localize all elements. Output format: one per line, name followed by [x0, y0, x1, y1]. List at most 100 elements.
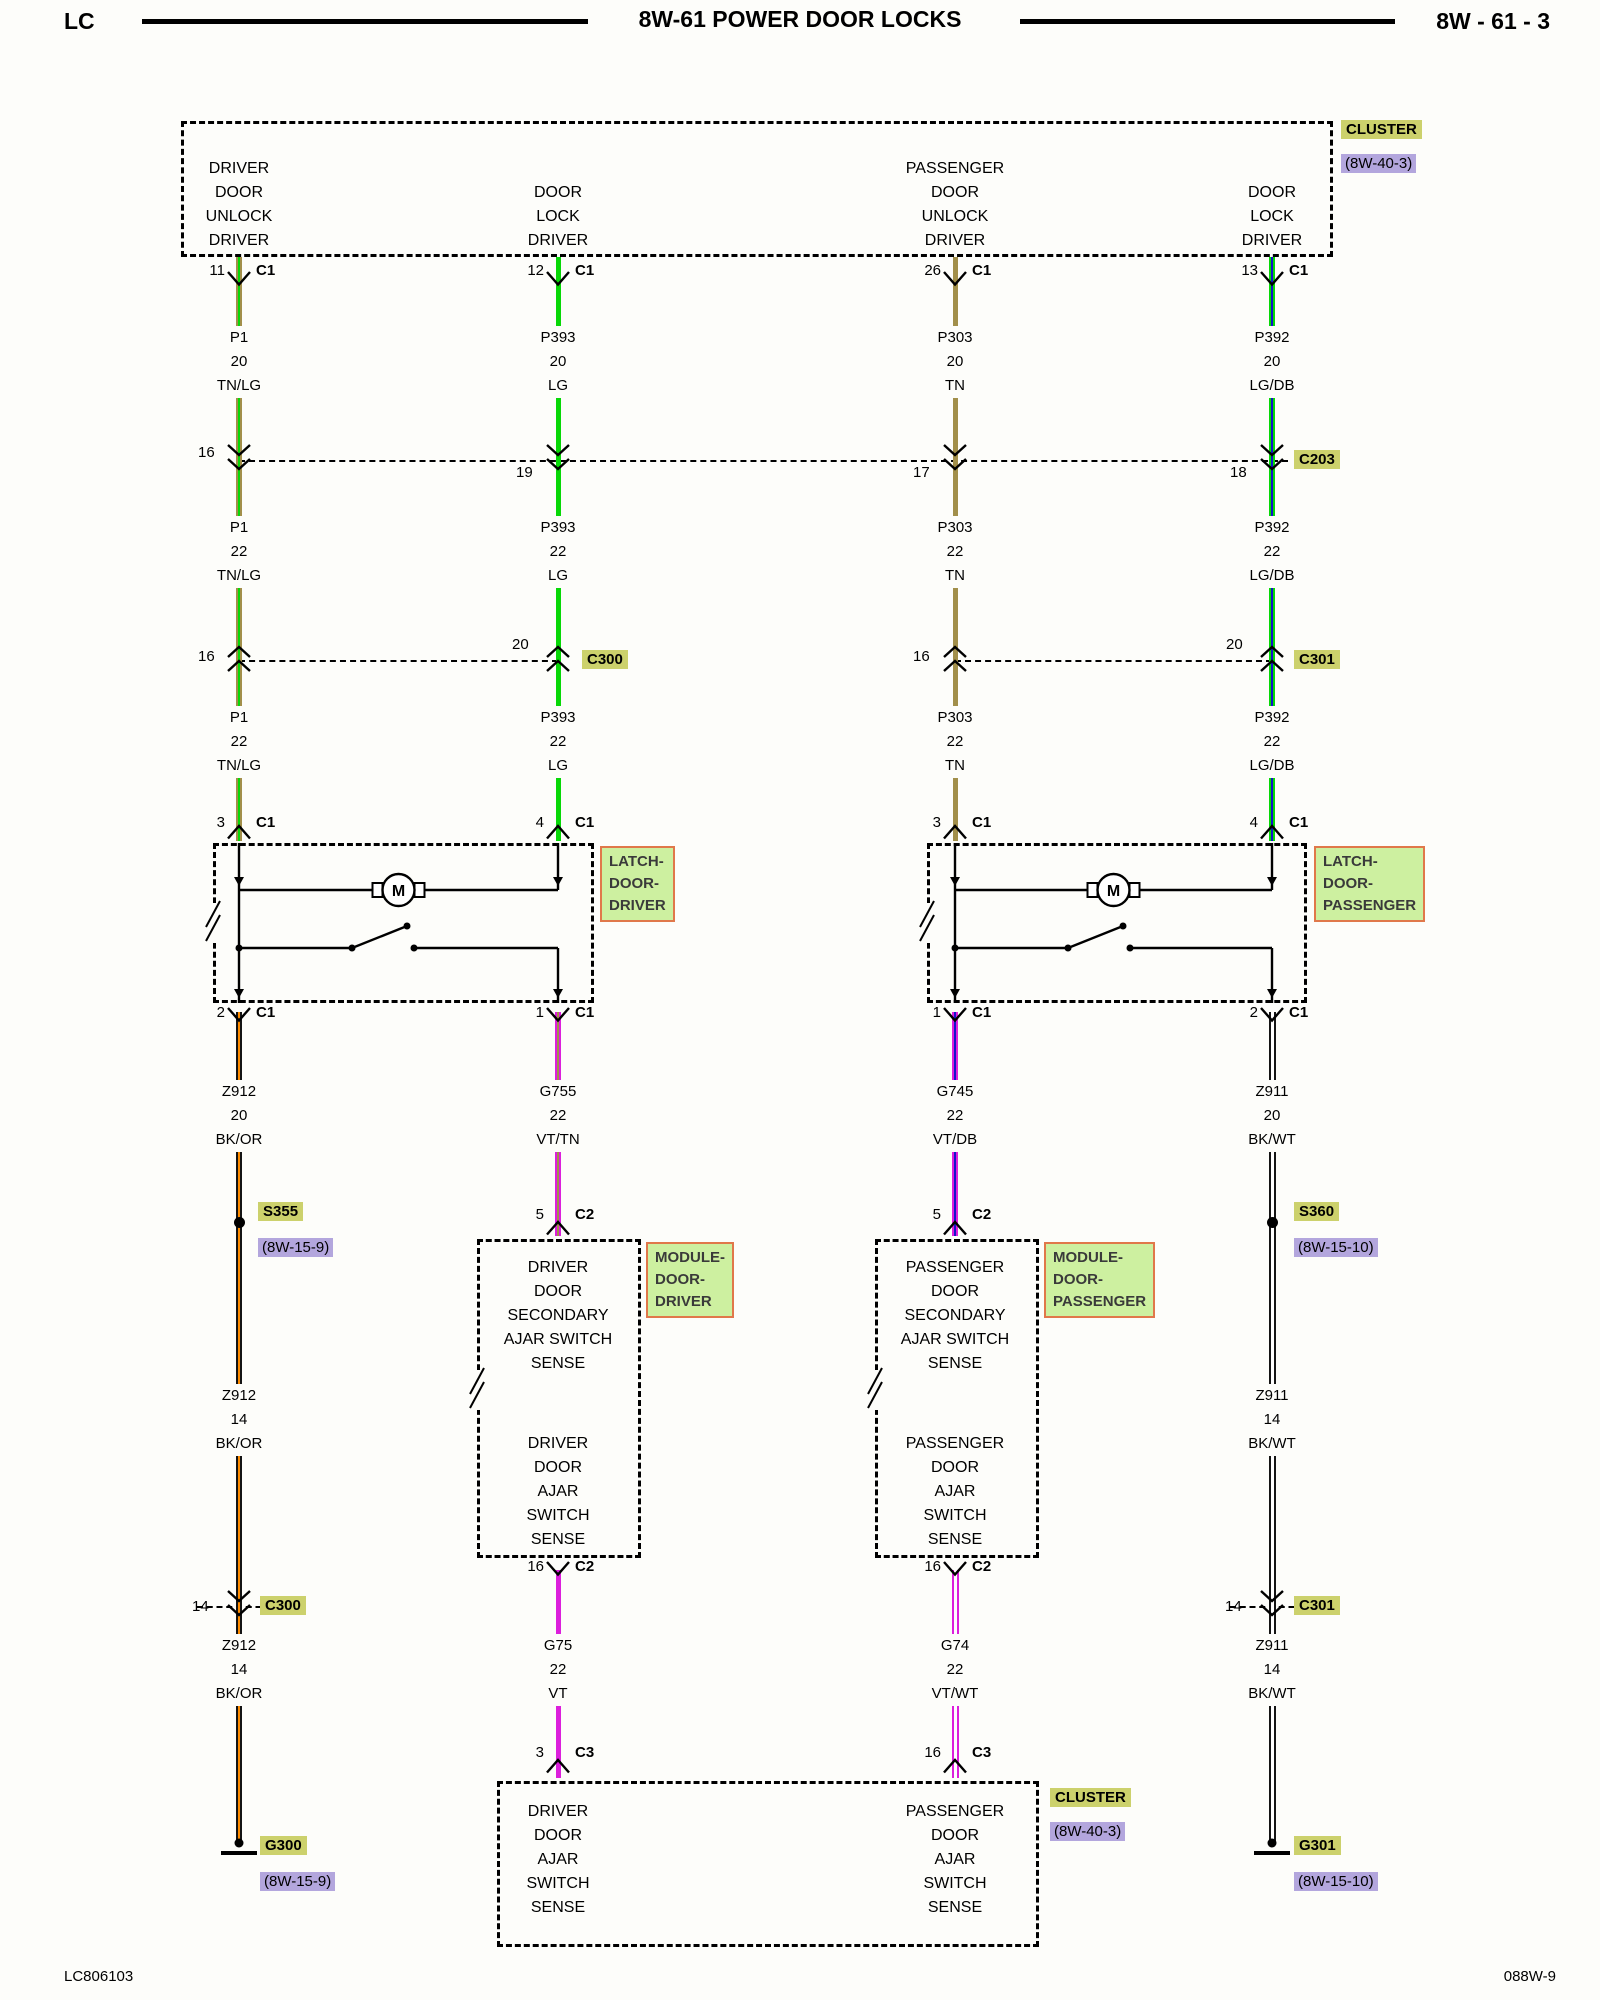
comp-module-door-passenger[interactable]: MODULE-DOOR-PASSENGER — [1044, 1242, 1156, 1318]
page-ref: 8W - 61 - 3 — [1436, 8, 1550, 34]
ref-8w-40-3-bottom[interactable]: (8W-40-3) — [1050, 1822, 1126, 1841]
page-title: 8W-61 POWER DOOR LOCKS — [638, 6, 962, 32]
c301-pin-20: 20 — [1226, 636, 1243, 653]
cluster-pin-door-lock-driver-2-line-3: DRIVER — [1241, 232, 1303, 249]
module-driver-secondary-ajar-sense-line-1: DRIVER — [527, 1259, 589, 1276]
label-z912-14-b-line-1: Z912 — [217, 1634, 261, 1658]
link-c301[interactable]: C301 — [1294, 650, 1340, 669]
label-z912-14-a-line-3: BK/OR — [211, 1432, 267, 1456]
link-c300[interactable]: C300 — [582, 650, 628, 669]
link-c203[interactable]: C203 — [1294, 450, 1340, 469]
comp-latch-door-passenger-line-1: LATCH- — [1323, 853, 1378, 870]
cluster-pin-driver-door-unlock-line-1: DRIVER — [208, 160, 270, 177]
link-c301-2[interactable]: C301 — [1294, 1596, 1340, 1615]
ref-8w-15-9-a[interactable]: (8W-15-9) — [258, 1238, 334, 1257]
link-c300-2[interactable]: C300 — [260, 1596, 306, 1615]
label-g74-22-line-2: 22 — [942, 1658, 968, 1682]
pin-1-c1-passenger-number: 1 — [932, 1004, 941, 1021]
label-p393-22-a-line-2: 22 — [545, 540, 571, 564]
comp-module-door-driver[interactable]: MODULE-DOOR-DRIVER — [646, 1242, 734, 1318]
cluster-pin-driver-door-unlock-line-4: DRIVER — [208, 232, 270, 249]
pin-11-c1-connector: C1 — [256, 262, 276, 279]
label-g745-22-line-1: G745 — [932, 1080, 978, 1104]
link-g300[interactable]: G300 — [260, 1836, 307, 1855]
ref-8w-15-10-a[interactable]: (8W-15-10) — [1294, 1238, 1378, 1257]
c301-pin-14: 14 — [1225, 1598, 1242, 1615]
pin-16-c2-driver-connector: C2 — [575, 1558, 595, 1575]
pin-12-c1-number: 12 — [527, 262, 544, 279]
pin-16-c3-number: 16 — [924, 1744, 941, 1761]
c203-inline-line — [239, 460, 1288, 462]
module-driver-ajar-sense-line-1: DRIVER — [527, 1435, 589, 1452]
splice-s355 — [233, 1216, 245, 1228]
pin-16-c2-passenger-symbol — [943, 1561, 967, 1577]
link-cluster-top[interactable]: CLUSTER — [1341, 120, 1422, 139]
c203-pin-18: 18 — [1230, 464, 1247, 481]
c300-connector-sym-3 — [227, 1590, 251, 1617]
label-p1-22-a-line-2: 22 — [226, 540, 252, 564]
module-passenger-secondary-ajar-sense-line-3: SECONDARY — [904, 1307, 1006, 1324]
pin-1-c1-driver-connector: C1 — [575, 1004, 595, 1021]
label-p1-22-a-line-3: TN/LG — [212, 564, 266, 588]
label-z911-20-line-2: 20 — [1259, 1104, 1285, 1128]
cluster-pin-door-lock-driver-2-line-1: DOOR — [1248, 184, 1296, 201]
label-p392-22-b-line-1: P392 — [1250, 706, 1294, 730]
latch-door-passenger-box-slash-marks — [919, 900, 935, 942]
cluster-driver-ajar-switch-sense-line-5: SENSE — [530, 1899, 586, 1916]
label-p392-20-line-2: 20 — [1259, 350, 1285, 374]
pin-16-c2-passenger-connector: C2 — [972, 1558, 992, 1575]
label-g74-22-line-3: VT/WT — [927, 1682, 983, 1706]
c300-pin-16: 16 — [198, 648, 215, 665]
c300-pin-20: 20 — [512, 636, 529, 653]
ground-g301 — [1254, 1838, 1290, 1855]
label-z911-14-b-line-3: BK/WT — [1244, 1682, 1300, 1706]
pin-4-c1-driver-number: 4 — [535, 814, 544, 831]
label-z912-14-a-line-2: 14 — [226, 1408, 252, 1432]
ref-8w-15-10-b[interactable]: (8W-15-10) — [1294, 1872, 1378, 1891]
label-p393-22-b-line-1: P393 — [536, 706, 580, 730]
label-p303-20-line-2: 20 — [942, 350, 968, 374]
label-z911-14-a-line-3: BK/WT — [1244, 1432, 1300, 1456]
label-g755-22-line-1: G755 — [535, 1080, 581, 1104]
label-p303-20-line-3: TN — [941, 374, 969, 398]
link-cluster-bottom[interactable]: CLUSTER — [1050, 1788, 1131, 1807]
comp-latch-door-driver-line-1: LATCH- — [609, 853, 664, 870]
latch-door-passenger-box-slash-gap — [919, 903, 935, 943]
ground-g300 — [221, 1838, 257, 1855]
pin-12-c1-symbol — [546, 271, 570, 287]
label-p392-22-a-line-2: 22 — [1259, 540, 1285, 564]
comp-module-door-passenger-line-1: MODULE- — [1053, 1249, 1123, 1266]
c301-pin-16: 16 — [913, 648, 930, 665]
comp-latch-door-driver[interactable]: LATCH-DOOR-DRIVER — [600, 846, 675, 922]
cluster-driver-ajar-switch-sense-line-4: SWITCH — [526, 1875, 590, 1892]
pin-2-c1-passenger-symbol — [1260, 1007, 1284, 1023]
pin-3-c3-connector: C3 — [575, 1744, 595, 1761]
link-s360[interactable]: S360 — [1294, 1202, 1340, 1221]
ref-8w-15-9-b[interactable]: (8W-15-9) — [260, 1872, 336, 1891]
comp-latch-door-passenger[interactable]: LATCH-DOOR-PASSENGER — [1314, 846, 1426, 922]
pin-5-c2-passenger-symbol — [943, 1220, 967, 1236]
label-p393-20-line-3: LG — [543, 374, 572, 398]
ref-8w-40-3-top[interactable]: (8W-40-3) — [1341, 154, 1417, 173]
link-s355[interactable]: S355 — [258, 1202, 304, 1221]
pin-4-c1-passenger-number: 4 — [1249, 814, 1258, 831]
latch-driver-internal-circuit: M — [234, 843, 563, 1003]
pin-5-c2-driver-connector: C2 — [575, 1206, 595, 1223]
module-driver-ajar-sense-line-4: SWITCH — [526, 1507, 590, 1524]
cluster-driver-ajar-switch-sense-line-2: DOOR — [534, 1827, 582, 1844]
link-g301[interactable]: G301 — [1294, 1836, 1341, 1855]
label-z912-14-b-line-3: BK/OR — [211, 1682, 267, 1706]
pin-4-c1-passenger-connector: C1 — [1289, 814, 1309, 831]
pin-16-c2-driver-symbol — [546, 1561, 570, 1577]
